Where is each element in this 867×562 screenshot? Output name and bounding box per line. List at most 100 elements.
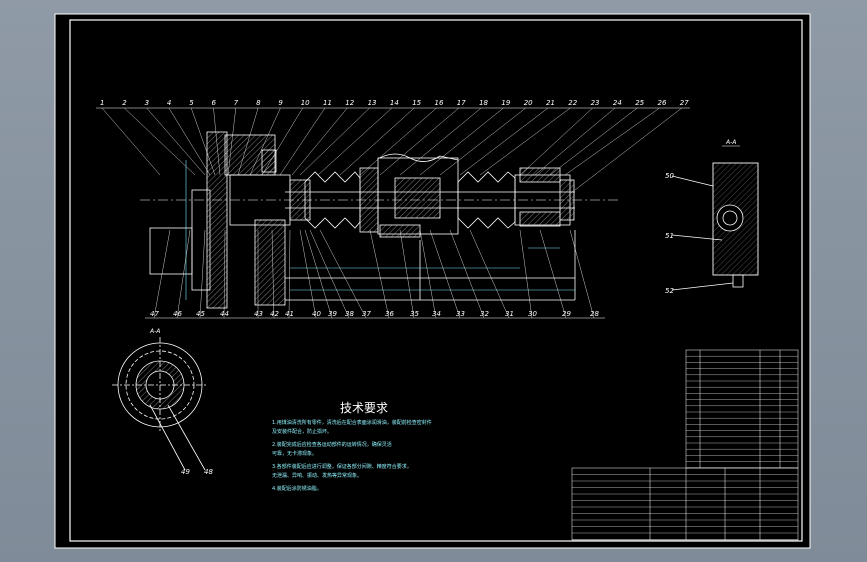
callout-leader (369, 229, 390, 319)
callout-label: 22 (568, 99, 577, 107)
outer-frame (54, 13, 811, 549)
callout-label: 23 (591, 99, 600, 107)
callout-leader (261, 107, 303, 176)
callout-label: 14 (390, 99, 399, 107)
callout-label: 18 (479, 99, 488, 107)
callout-leader (449, 229, 485, 319)
callout-label: 38 (345, 310, 354, 318)
callout-label: 45 (196, 310, 205, 318)
dimension-lines (185, 160, 575, 300)
callout-label: 36 (385, 310, 394, 318)
callout-leader (124, 107, 196, 176)
callout-label: 19 (501, 99, 510, 107)
callout-label: 51 (665, 232, 674, 240)
tech-note-line: 无泄漏、异响、振动、发热等异常现象。 (272, 472, 362, 479)
callout-leader (534, 107, 616, 176)
tech-note-line: 3.各部件装配后应进行调整，保证各部分间隙、精度符合要求， (272, 463, 412, 470)
callout-label: 7 (234, 99, 239, 107)
callout-label: 8 (256, 99, 261, 107)
callout-leader (168, 107, 211, 176)
side-view-screw (732, 274, 744, 288)
callout-leader (569, 229, 595, 319)
callout-leader (279, 107, 326, 176)
tech-note-line: 及安装件配合，防止损坏。 (272, 428, 332, 435)
callout-label: 15 (412, 99, 421, 107)
callout-label: 12 (345, 99, 354, 107)
callout-leader (539, 229, 567, 319)
callout-leader (519, 229, 533, 319)
tech-note-line: 1.用煤油清洗所有零件，清洗后在配合表面涂润滑油，装配前检查密封件 (272, 419, 432, 426)
callout-leader (459, 107, 549, 176)
callout-label: 9 (278, 99, 283, 107)
tech-notes: 1.用煤油清洗所有零件，清洗后在配合表面涂润滑油，装配前检查密封件及安装件配合，… (272, 419, 432, 492)
title-block (571, 467, 799, 541)
callout-leader (439, 107, 526, 176)
callout-leader (519, 107, 593, 176)
section-view-label: A-A (725, 139, 736, 146)
callout-leader (429, 229, 461, 319)
callout-label: 39 (328, 310, 337, 318)
end-cap-top (519, 167, 561, 183)
callout-leader (317, 107, 393, 176)
ball-nut (394, 177, 441, 219)
callout-leader (288, 229, 291, 319)
callout-label: 41 (285, 310, 294, 318)
callout-label: 2 (122, 99, 127, 107)
drawing-sheet (55, 14, 810, 548)
drawing-border (69, 19, 803, 542)
callout-label: 31 (505, 310, 514, 318)
callout-label: 27 (680, 99, 689, 107)
tech-note-line: 4.装配后涂防锈油脂。 (272, 485, 322, 492)
callout-label: 10 (301, 99, 310, 107)
side-view-bore (716, 204, 744, 232)
callout-leader (191, 107, 216, 176)
leader-51 (671, 234, 723, 241)
callout-leader (291, 107, 348, 176)
callout-leader (319, 229, 367, 319)
callout-label: 49 (181, 468, 190, 476)
main-section-view (149, 131, 576, 309)
callout-label: 6 (212, 99, 217, 107)
callout-label: 37 (362, 310, 371, 318)
section-aa-view (112, 337, 208, 471)
bom-upper-table (685, 349, 799, 469)
leader-50 (671, 175, 714, 187)
housing-lower (254, 219, 286, 306)
callout-label: 48 (204, 468, 213, 476)
callout-label: 4 (167, 99, 171, 107)
callout-leader (479, 107, 571, 176)
callout-label: 24 (613, 99, 622, 107)
bearing-seat-top (261, 149, 277, 173)
leader-52 (671, 282, 734, 291)
callout-leader (419, 229, 437, 319)
callout-label: 29 (562, 310, 571, 318)
callout-leader (249, 107, 281, 176)
callout-leader (399, 229, 415, 319)
callout-label: 20 (524, 99, 533, 107)
callout-leader (419, 107, 504, 176)
callout-leader (549, 107, 638, 176)
bom-rows (572, 356, 798, 540)
break-line (379, 153, 459, 162)
callout-leader (574, 107, 682, 191)
callout-leader (176, 229, 191, 319)
callout-leader (271, 229, 275, 319)
callout-label: 5 (189, 99, 194, 107)
housing-left (206, 131, 228, 309)
callout-label: 32 (480, 310, 489, 318)
callout-label: 21 (546, 99, 555, 107)
callout-leader (304, 229, 333, 319)
callout-label: 43 (254, 310, 263, 318)
callout-label: 16 (435, 99, 444, 107)
callout-leader (399, 107, 482, 176)
callout-label: 17 (457, 99, 466, 107)
side-view (671, 162, 759, 291)
parts-list-table (571, 349, 799, 541)
callout-label: 44 (220, 310, 229, 318)
side-view-inner-bore (722, 210, 738, 226)
callout-label: 1 (100, 99, 104, 107)
callout-label: 33 (456, 310, 465, 318)
